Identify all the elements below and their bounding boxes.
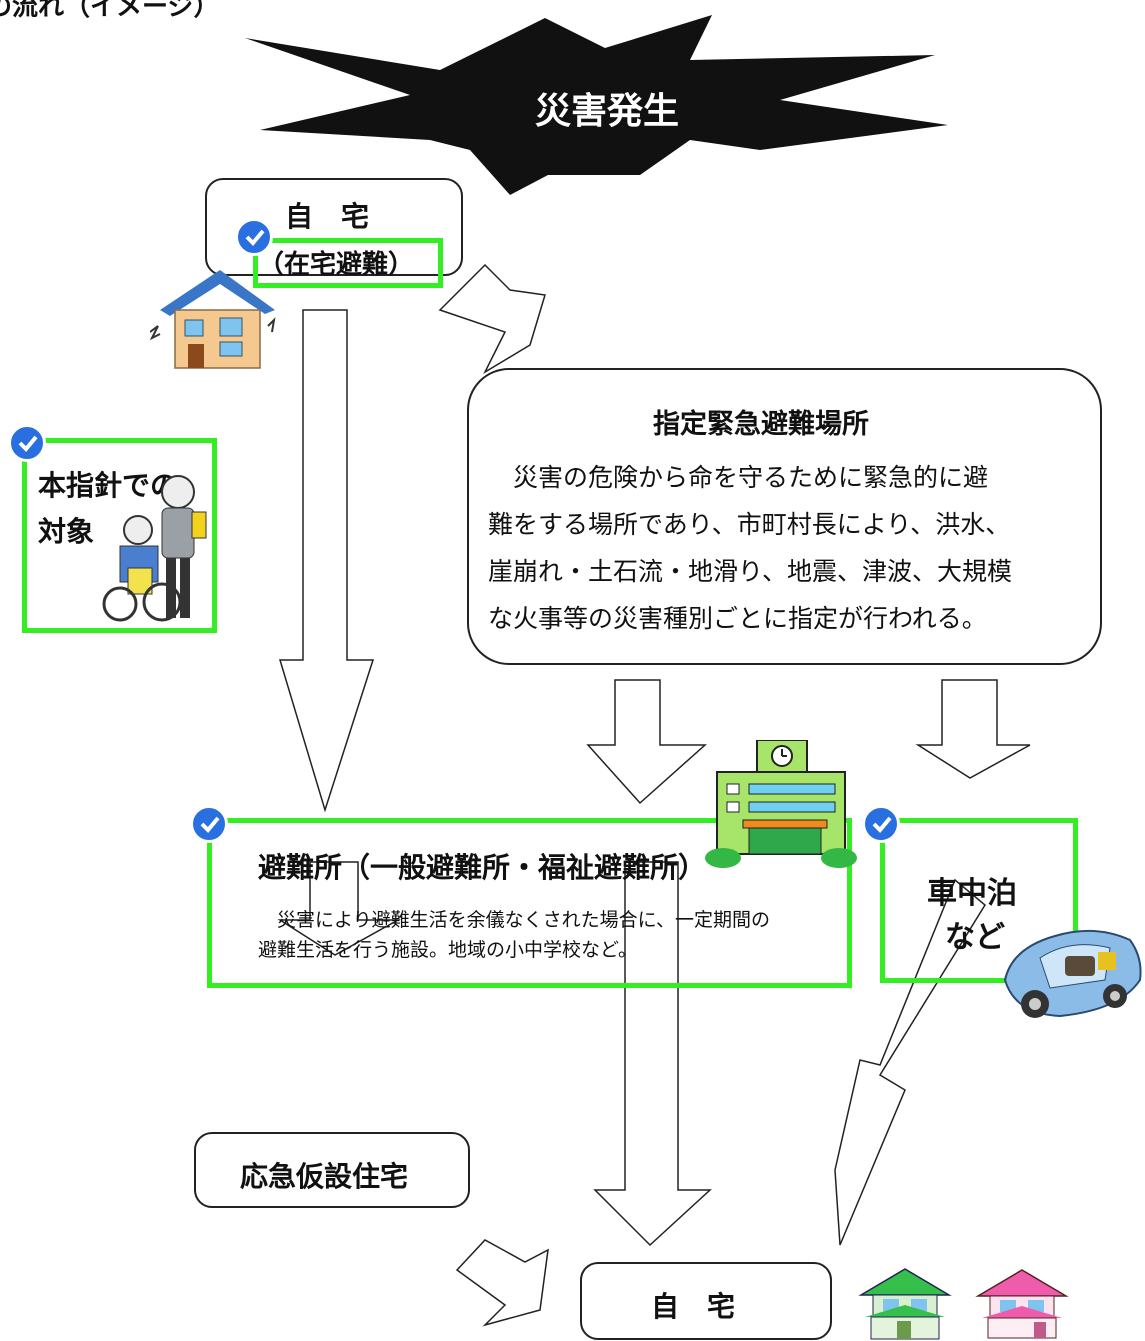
shelter-text-1: 災害により避難生活を余儀なくされた場合に、一定期間の [258, 909, 771, 931]
arrow-designated-to-shelter [586, 679, 707, 805]
designated-site-text-3: 崖崩れ・土石流・地滑り、地震、津波、大規模 [488, 557, 1013, 586]
school-building-icon [705, 740, 857, 868]
designated-site-text-1: 災害の危険から命を守るために緊急的に避 [488, 463, 989, 492]
designated-site-box [467, 368, 1102, 665]
arrow-designated-to-car [915, 679, 1031, 779]
target-label-line2: 対象 [38, 515, 95, 548]
car-sleeping-icon [1003, 929, 1142, 1018]
designated-site-text-4: な火事等の災害種別ごとに指定が行われる。 [488, 604, 987, 633]
arrow-home-to-designated [438, 263, 546, 374]
arrow-temp-to-home [455, 1239, 549, 1327]
home-top-highlight [253, 238, 443, 288]
target-check-icon [8, 424, 46, 462]
shelter-title: 避難所（一般避難所・福祉避難所） [258, 851, 707, 884]
green-house-icon [858, 1268, 952, 1340]
car-highlight-box [880, 818, 1078, 983]
home-top-check-icon [235, 218, 273, 256]
shelter-highlight-box [207, 818, 852, 988]
home-top-subtitle: （在宅避難） [258, 250, 415, 280]
temp-housing-label: 応急仮設住宅 [240, 1160, 409, 1193]
home-bottom-box [580, 1262, 832, 1340]
shelter-check-icon [190, 805, 228, 843]
pink-house-icon [975, 1269, 1069, 1339]
arrow-shelter-to-temp [277, 861, 401, 956]
target-highlight-box [22, 438, 217, 633]
home-top-title: 自 宅 [285, 200, 370, 233]
shelter-text-2: 避難生活を行う施設。地域の小中学校など。 [258, 939, 638, 961]
designated-site-text-2: 難をする場所であり、市町村長により、洪水、 [488, 510, 1011, 539]
arrow-shelter-to-home [593, 861, 712, 1247]
car-label-line2: など [945, 920, 1005, 955]
wheelchair-caregiver-icon [102, 475, 207, 622]
car-check-icon [862, 805, 900, 843]
designated-site-title: 指定緊急避難場所 [653, 409, 869, 440]
page-header: の流れ（イメージ） [0, 0, 220, 22]
target-label-line1: 本指針での [38, 469, 179, 502]
damaged-house-icon [150, 270, 276, 369]
arrow-home-to-shelter [278, 309, 375, 813]
arrow-car-to-home [834, 878, 986, 1246]
disaster-burst-label: 災害発生 [535, 91, 680, 132]
disaster-burst-shape [245, 15, 948, 195]
car-label-line1: 車中泊 [927, 876, 1017, 911]
home-bottom-label: 自 宅 [651, 1290, 736, 1323]
temp-housing-box [194, 1132, 470, 1208]
